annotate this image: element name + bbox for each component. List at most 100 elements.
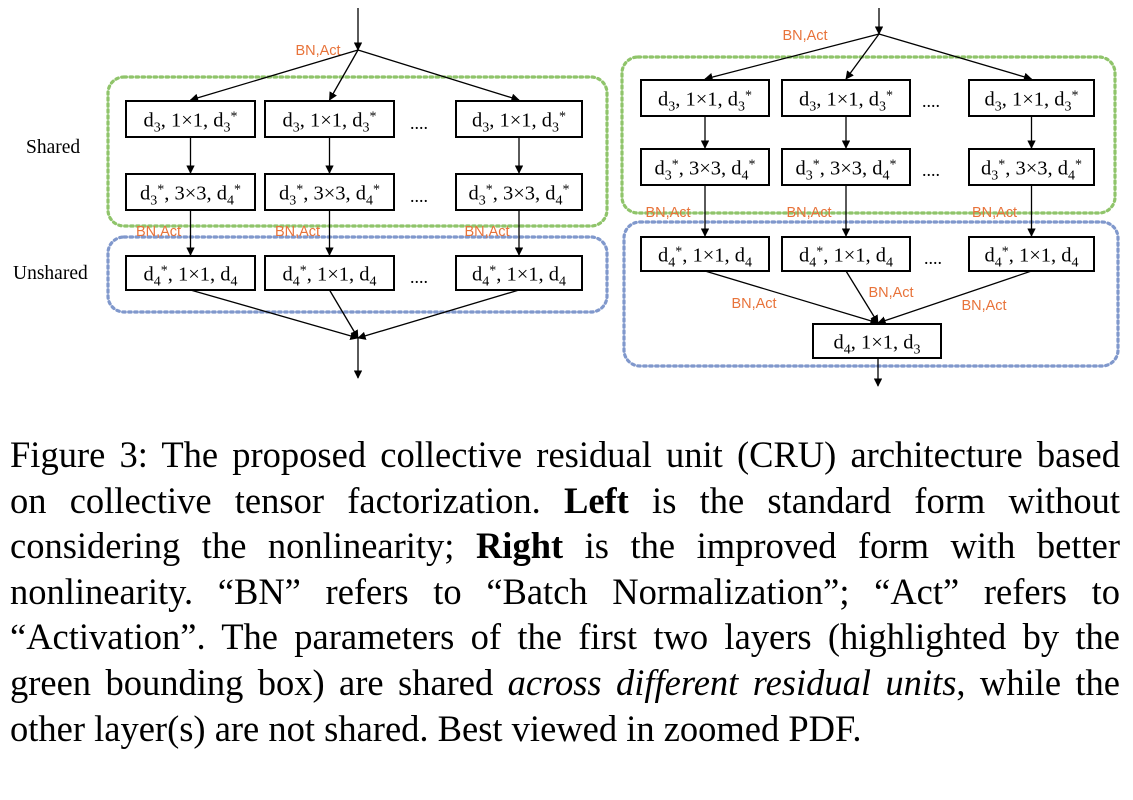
box-label-part: * xyxy=(890,158,897,173)
fanout-arrow xyxy=(328,49,359,101)
box-label-part: 3 xyxy=(809,100,816,115)
box-label-part: , 3×3, d xyxy=(164,183,227,205)
box-label-part: * xyxy=(231,110,238,125)
shared-label: Shared xyxy=(26,137,80,158)
box-label-part: , 1×1, d xyxy=(1009,245,1072,267)
box-label-part: , 3×3, d xyxy=(820,158,883,180)
bn-act-label: BN,Act xyxy=(136,224,181,240)
box-label-part: * xyxy=(749,158,756,173)
box-label-part: 4 xyxy=(231,275,238,290)
box-label-part: , 1×1, d xyxy=(816,89,879,111)
merge-arrow xyxy=(328,289,359,339)
box-label-part: * xyxy=(672,158,679,173)
box-label-part: d xyxy=(140,183,150,205)
box-label-part: 3 xyxy=(806,169,813,184)
bn-act-label: BN,Act xyxy=(786,205,831,221)
layer-box-3x3-shared xyxy=(125,173,256,211)
box-label-part: , 3×3, d xyxy=(303,183,366,205)
box-label-part: 4 xyxy=(556,194,563,209)
box-label-part: 3 xyxy=(995,100,1002,115)
bn-act-label: BN,Act xyxy=(868,285,913,301)
fanout-arrow xyxy=(704,33,880,82)
box-label-part: , 1×1, d xyxy=(496,264,559,286)
box-label: d4*, 1×1, d4 xyxy=(984,245,1078,271)
box-label-part: , 1×1, d xyxy=(168,264,231,286)
bn-act-label: BN,Act xyxy=(295,43,340,59)
unshared-bounding-box-left xyxy=(106,235,609,314)
layer-box-3x3-shared xyxy=(264,173,395,211)
bn-act-label: BN,Act xyxy=(645,205,690,221)
box-label: d4*, 1×1, d4 xyxy=(143,264,237,290)
box-label-part: 4 xyxy=(886,256,893,271)
layer-box-3x3-shared xyxy=(455,173,583,211)
box-label-part: 3 xyxy=(991,169,998,184)
box-label-part: , 3×3, d xyxy=(493,183,556,205)
box-label-part: 3 xyxy=(552,121,559,136)
box-label-part: d xyxy=(833,332,843,354)
box-label-part: d xyxy=(658,245,668,267)
fanout-arrow xyxy=(878,33,1033,81)
box-label-part: d xyxy=(472,110,482,132)
box-label-part: , 1×1, d xyxy=(161,110,224,132)
box-label-part: d xyxy=(472,264,482,286)
caption-left-bold: Left xyxy=(563,479,629,521)
box-label-part: * xyxy=(373,183,380,198)
box-label-part: , 1×1, d xyxy=(489,110,552,132)
box-label-part: 3 xyxy=(289,194,296,209)
layer-box-1x1-unshared xyxy=(264,255,395,291)
bn-act-label: BN,Act xyxy=(275,224,320,240)
layer-box-final xyxy=(812,323,942,359)
box-label-part: * xyxy=(745,89,752,104)
bn-act-label: BN,Act xyxy=(961,298,1006,314)
box-label-part: d xyxy=(799,245,809,267)
box-label-part: , 1×1, d xyxy=(823,245,886,267)
box-label-part: d xyxy=(282,110,292,132)
fanout-arrow xyxy=(845,33,880,80)
box-label: d3, 1×1, d3* xyxy=(984,89,1078,115)
box-label-part: , 1×1, d xyxy=(682,245,745,267)
box-label: d3*, 3×3, d4* xyxy=(468,183,569,209)
layer-box-1x1-unshared xyxy=(640,236,770,272)
box-label-part: 3 xyxy=(665,169,672,184)
box-label-part: d xyxy=(795,158,805,180)
box-label: d3*, 3×3, d4* xyxy=(279,183,380,209)
box-label-part: 4 xyxy=(293,275,300,290)
box-label: d4, 1×1, d3 xyxy=(833,332,920,358)
box-label-part: * xyxy=(300,264,307,279)
layer-box-1x1-unshared xyxy=(781,236,911,272)
layer-box-1x1-shared xyxy=(968,79,1095,117)
box-label-part: 3 xyxy=(479,194,486,209)
box-label-part: * xyxy=(1072,89,1079,104)
shared-bounding-box-left xyxy=(106,75,609,228)
merge-arrow xyxy=(845,270,879,324)
caption-text-3: is the improved form with better nonline… xyxy=(10,525,1120,703)
ellipsis: .... xyxy=(410,267,428,287)
ellipsis: .... xyxy=(922,91,940,111)
layer-box-3x3-shared xyxy=(968,148,1095,186)
bn-act-label: BN,Act xyxy=(464,224,509,240)
box-label-part: , 1×1, d xyxy=(1002,89,1065,111)
box-label: d3*, 3×3, d4* xyxy=(654,158,755,184)
box-label-part: * xyxy=(559,110,566,125)
fanout-arrow xyxy=(357,49,520,102)
ellipsis: .... xyxy=(924,248,942,268)
box-label-part: 4 xyxy=(154,275,161,290)
box-label-part: d xyxy=(658,89,668,111)
box-label-part: d xyxy=(279,183,289,205)
box-label-part: 3 xyxy=(1065,100,1072,115)
box-label-part: 4 xyxy=(668,256,675,271)
box-label-part: 4 xyxy=(1068,169,1075,184)
box-label-part: * xyxy=(157,183,164,198)
box-label: d4*, 1×1, d4 xyxy=(282,264,376,290)
box-label-part: d xyxy=(143,110,153,132)
box-label: d3, 1×1, d3* xyxy=(658,89,752,115)
box-label: d3*, 3×3, d4* xyxy=(981,158,1082,184)
box-label-part: * xyxy=(998,158,1005,173)
box-label: d3, 1×1, d3* xyxy=(143,110,237,136)
box-label-part: 3 xyxy=(293,121,300,136)
box-label-part: 4 xyxy=(995,256,1002,271)
caption-text-4: , while the other layer(s) are not share… xyxy=(10,661,1121,749)
bn-act-label: BN,Act xyxy=(972,205,1017,221)
box-label: d3, 1×1, d3* xyxy=(282,110,376,136)
